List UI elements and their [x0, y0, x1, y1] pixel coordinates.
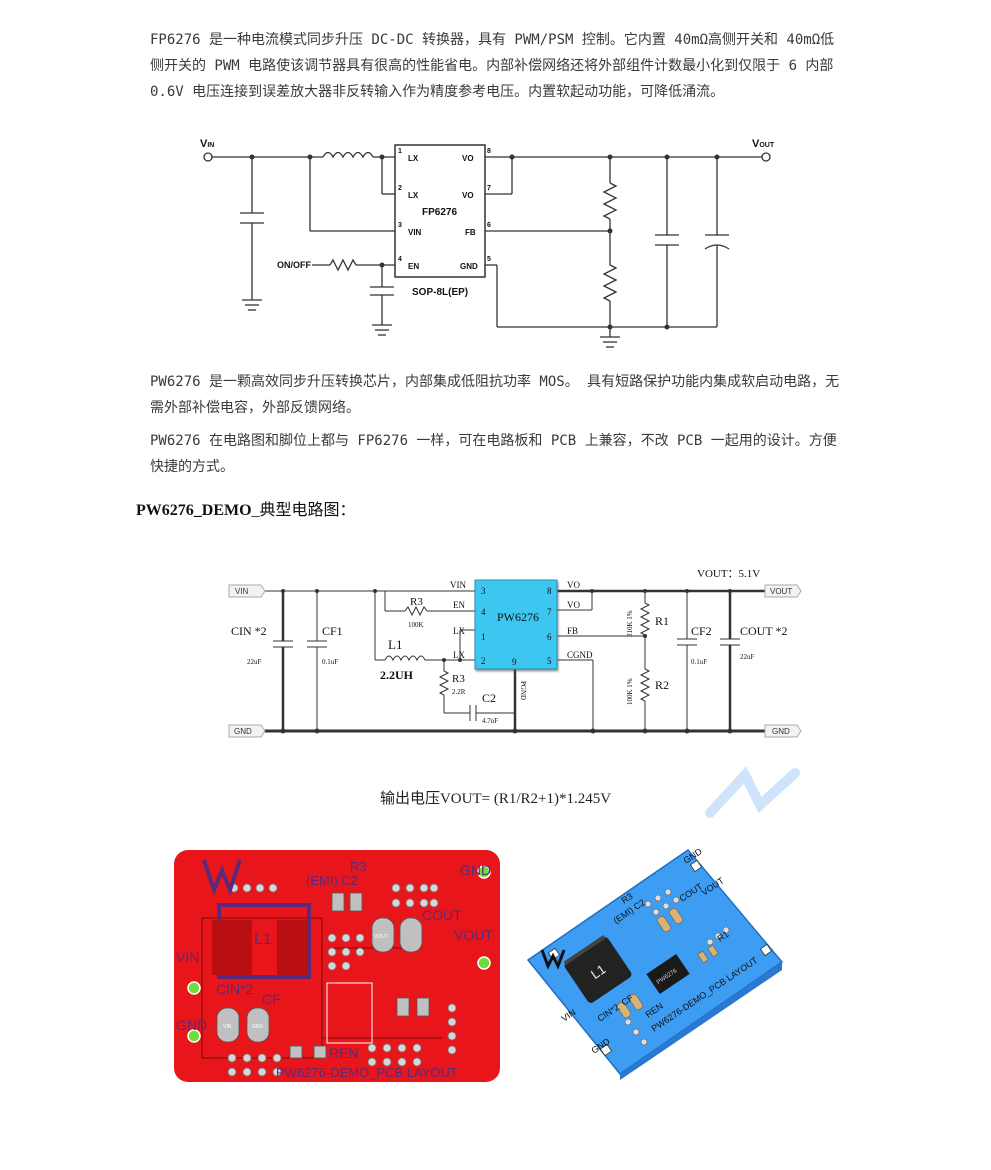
r3-bottom-value: 2.2R	[452, 688, 466, 696]
r2-label: R2	[655, 678, 669, 692]
pin-num: 1	[481, 632, 486, 642]
pin-name: LX	[453, 650, 465, 660]
r2-value: 100K 1%	[626, 678, 634, 705]
pcb-label-l1: L1	[254, 931, 272, 948]
cf1-value: 0.1uF	[322, 658, 338, 666]
pin-num: 5	[547, 656, 552, 666]
pin-num: 4	[481, 607, 486, 617]
pin-num: 7	[547, 607, 552, 617]
cf2-value: 0.1uF	[691, 658, 707, 666]
cf1-label: CF1	[322, 624, 343, 638]
pin-name: VIN	[408, 228, 422, 237]
pin-num: 3	[398, 222, 402, 229]
cout-value: 22uF	[740, 653, 755, 661]
vout-value: VOUT：5.1V	[697, 568, 760, 580]
pin-name: VIN	[450, 580, 466, 590]
pcb-logo	[540, 949, 566, 970]
c2-value: 4.7nF	[482, 717, 498, 725]
pcb-label-r3: R3	[350, 859, 367, 874]
r1-label: R1	[655, 614, 669, 628]
cf2-label: CF2	[691, 624, 712, 638]
pcb-label-cout: COUT	[422, 907, 462, 923]
pcb-label-emi-c2: (EMI) C2	[306, 873, 358, 888]
pin-name: CGND	[567, 650, 593, 660]
chip-name: FP6276	[422, 207, 457, 218]
pin-num: 8	[547, 586, 552, 596]
pin-name: VO	[462, 191, 474, 200]
vin-label: VIN	[200, 138, 214, 150]
pw6276-chip	[474, 579, 558, 670]
pin-name: EN	[408, 262, 419, 271]
pad-label-vin: VIN	[223, 1024, 232, 1030]
pcb-logo	[202, 859, 242, 896]
pad-label-vout: VOUT	[374, 934, 388, 940]
pw6276-intro-paragraph: PW6276 是一颗高效同步升压转换芯片，内部集成低阻抗功率 MOS。 具有短路…	[150, 374, 840, 416]
pin-name: VO	[462, 154, 474, 163]
chip-name: PW6276	[497, 610, 539, 624]
pin-num: 2	[398, 185, 402, 192]
pcb-red-layout: R3 (EMI) C2 GND COUT VOUT VIN L1 CIN*2 C…	[174, 850, 500, 1082]
package-label: SOP-8L(EP)	[412, 287, 468, 298]
vout-label: VOUT	[752, 138, 775, 150]
onoff-label: ON/OFF	[277, 260, 311, 270]
pin-name: VO	[567, 600, 580, 610]
l1-value: 2.2UH	[380, 668, 414, 682]
pin-num: 6	[487, 222, 491, 229]
cout-label: COUT *2	[740, 624, 787, 638]
vout-formula: 输出电压VOUT= (R1/R2+1)*1.245V	[379, 791, 612, 807]
r3-top-label: R3	[410, 596, 423, 608]
chip-footprint	[326, 982, 373, 1044]
pin-name: LX	[453, 626, 465, 636]
l1-label: L1	[388, 637, 402, 652]
pcb-label-gnd-left: GND	[176, 1017, 207, 1033]
gnd-net-tag-right: GND	[772, 727, 790, 736]
pin-name: PGND	[519, 681, 527, 700]
gnd-net-tag: GND	[234, 727, 252, 736]
l1-inductor: L1	[563, 935, 632, 1003]
pin-name: VO	[567, 580, 580, 590]
pin-name: FB	[567, 626, 578, 636]
r3-bottom-label: R3	[452, 673, 465, 685]
intro-paragraph-fp6276: FP6276 是一种电流模式同步升压 DC-DC 转换器，具有 PWM/PSM …	[150, 32, 835, 100]
fp6276-schematic: VIN VOUT ON/OFF FP6276 SOP-8L(EP) 1 LX 2…	[200, 138, 775, 348]
demo-heading: PW6276_DEMO_典型电路图：	[136, 502, 356, 519]
r3-top-value: 100K	[408, 621, 424, 629]
cin-label: CIN *2	[231, 624, 267, 638]
pw6276-demo-schematic: VIN GND VOUT GND PW6276 3 VIN 4 EN 1 LX …	[228, 568, 802, 738]
cin-value: 22uF	[247, 658, 262, 666]
l1-text: L1	[588, 961, 608, 982]
watermark	[705, 766, 800, 818]
pin-name: GND	[460, 262, 478, 271]
pin-num: 9	[512, 657, 517, 667]
pin-name: LX	[408, 154, 419, 163]
pin-num: 4	[398, 256, 402, 263]
pin-name: LX	[408, 191, 419, 200]
pcb-label-cin: CIN*2	[216, 981, 254, 997]
pin-num: 8	[487, 148, 491, 155]
pin-num: 6	[547, 632, 552, 642]
pcb-label-layout: PW6276-DEMO_PCB LAYOUT	[276, 1065, 458, 1080]
pcb-label-gnd: GND	[460, 862, 491, 878]
pcb-label-ren: REN	[329, 1045, 359, 1061]
vin-net-tag: VIN	[235, 587, 249, 596]
pin-num: 2	[481, 656, 486, 666]
pin-num: 1	[398, 148, 402, 155]
pcb-label-vin: VIN	[176, 949, 199, 965]
pcb-label-vout: VOUT	[454, 927, 493, 943]
pcb-label-cf: CF	[262, 991, 281, 1007]
vout-net-tag: VOUT	[770, 587, 792, 596]
pin-name: FB	[465, 228, 476, 237]
r1-value: 310K 1%	[626, 610, 634, 637]
pin-name: EN	[453, 600, 465, 610]
pin-num: 7	[487, 185, 491, 192]
pw6276-chip-render: PW6276	[646, 953, 690, 995]
pcb-blue-render: L1 PW6276 GND R3 (EMI) C2 COUT VOUT R1 V…	[526, 846, 784, 1080]
pin-num: 5	[487, 256, 491, 263]
c2-label: C2	[482, 691, 496, 705]
compatibility-paragraph: PW6276 在电路图和脚位上都与 FP6276 一样，可在电路板和 PCB 上…	[150, 433, 837, 475]
pad-label-gnd: GND	[252, 1024, 264, 1030]
pin-num: 3	[481, 586, 486, 596]
